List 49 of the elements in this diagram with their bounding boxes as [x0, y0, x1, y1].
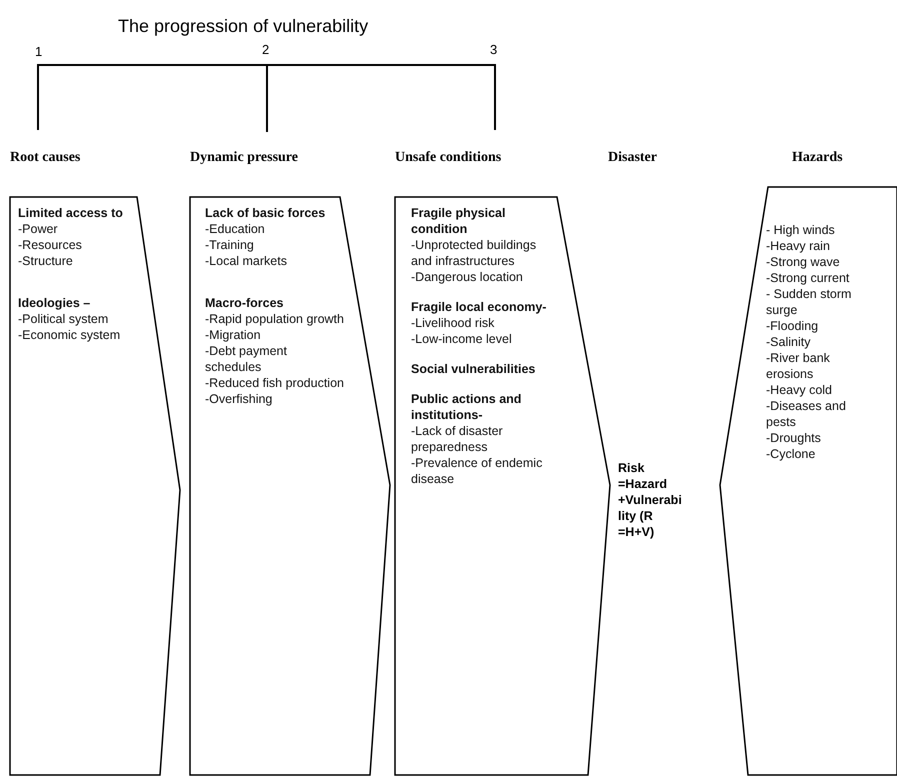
section-heading: Social vulnerabilities [411, 361, 536, 377]
list-item: -Lack of disaster preparedness [411, 423, 504, 455]
list-item: -Strong wave [766, 254, 841, 270]
list-item: -Resources [18, 237, 83, 253]
list-item: -Low-income level [411, 331, 513, 347]
list-item: -Strong current [766, 270, 850, 286]
list-item: -Power [18, 221, 59, 237]
column-heading: Dynamic pressure [190, 150, 298, 166]
column-heading: Unsafe conditions [395, 150, 502, 166]
column-heading: Disaster [608, 150, 657, 166]
list-item: -Prevalence of endemic disease [411, 455, 544, 487]
section-heading: Ideologies – [18, 295, 92, 311]
list-item: -Overfishing [205, 391, 274, 407]
stage-number: 3 [490, 42, 498, 57]
column-heading: Root causes [10, 150, 80, 166]
list-item: -Cyclone [766, 446, 816, 462]
list-item: -Salinity [766, 334, 812, 350]
list-item: -Reduced fish production [205, 375, 345, 391]
column-heading: Hazards [792, 150, 843, 166]
list-item: -Political system [18, 311, 110, 327]
list-item: -River bank erosions [766, 350, 831, 382]
section-heading: Fragile physical condition [411, 205, 506, 237]
section-heading: Macro-forces [205, 295, 284, 311]
section-heading: Lack of basic forces [205, 205, 326, 221]
list-item: -Education [205, 221, 266, 237]
list-item: -Dangerous location [411, 269, 524, 285]
list-item: -Heavy cold [766, 382, 833, 398]
list-item: -Unprotected buildings and infrastructures [411, 237, 538, 269]
list-item: -Debt payment schedules [205, 343, 288, 375]
list-item: - Sudden storm surge [766, 286, 852, 318]
list-item: -Diseases and pests [766, 398, 847, 430]
list-item: -Heavy rain [766, 238, 831, 254]
list-item: -Training [205, 237, 255, 253]
list-item: -Flooding [766, 318, 820, 334]
list-item: -Rapid population growth [205, 311, 345, 327]
list-item: -Structure [18, 253, 74, 269]
list-item: -Local markets [205, 253, 288, 269]
list-item: -Migration [205, 327, 262, 343]
list-item: -Droughts [766, 430, 822, 446]
section-heading: Public actions and institutions- [411, 391, 522, 423]
list-item: - High winds [766, 222, 836, 238]
risk-formula: Risk =Hazard +Vulnerability (R =H+V) [618, 460, 683, 540]
stage-number: 2 [262, 42, 270, 57]
list-item: -Livelihood risk [411, 315, 496, 331]
diagram-title: The progression of vulnerability [118, 16, 368, 37]
list-item: -Economic system [18, 327, 122, 343]
section-heading: Limited access to [18, 205, 124, 221]
stage-number: 1 [35, 44, 42, 59]
section-heading: Fragile local economy- [411, 299, 548, 315]
